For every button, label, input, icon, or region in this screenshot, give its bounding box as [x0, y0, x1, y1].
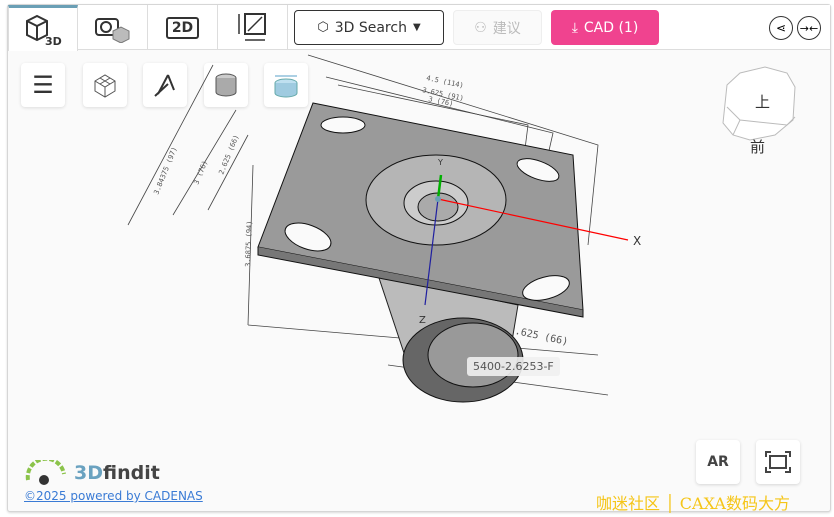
part-number-label: 5400-2.6253-F [467, 357, 560, 376]
gauge-logo-icon [25, 460, 66, 485]
list-icon: ☰ [32, 71, 54, 99]
3d-search-button[interactable]: ⬡ 3D Search ▼ [294, 10, 444, 45]
3d-search-icon: ⬡ [317, 20, 329, 35]
ar-button[interactable]: AR [696, 440, 740, 484]
collapse-arrows-icon: →← [799, 21, 819, 35]
measure-tool-button[interactable] [143, 63, 187, 107]
cad-download-button[interactable]: ⤓ CAD (1) [551, 10, 659, 45]
cad-download-label: CAD (1) [583, 19, 639, 36]
wireframe-cube-icon [94, 74, 116, 98]
tab-3d[interactable]: 3D [8, 5, 78, 51]
2d-icon: 2D [165, 16, 200, 39]
ar-icon: AR [707, 454, 729, 470]
suggest-label: 建议 [492, 20, 521, 37]
axis-triad: X Z Y [419, 158, 641, 326]
dimension-label: 3 (76) [192, 159, 209, 185]
top-toolbar: 3D 2D ⬡ 3D Search ▼ ⚇ 建议 ⤓ CAD (1) ⋖ →← [8, 5, 830, 51]
viewer-frame: 3D 2D ⬡ 3D Search ▼ ⚇ 建议 ⤓ CAD (1) ⋖ →← … [7, 4, 831, 512]
y-axis-line [436, 174, 443, 200]
suggest-icon: ⚇ [474, 19, 487, 36]
share-icon: ⋖ [775, 21, 787, 35]
y-axis-label: Y [437, 158, 443, 167]
section-view-button[interactable] [204, 63, 248, 107]
x-axis-label: X [633, 234, 641, 248]
tab-measure[interactable] [218, 5, 288, 50]
view-cube[interactable]: 上 前 [715, 65, 805, 175]
fullscreen-icon [765, 451, 791, 473]
viewcube-front-face[interactable]: 前 [750, 138, 765, 156]
dimension-cylinder-icon [274, 75, 298, 98]
fullscreen-button[interactable] [756, 440, 800, 484]
x-axis-line [437, 198, 629, 241]
cube-3d-icon: 3D [26, 14, 62, 47]
tab-2d[interactable]: 2D [148, 5, 218, 50]
tab-snapshot[interactable] [78, 5, 148, 50]
share-button[interactable]: ⋖ [769, 16, 793, 40]
watermark-text: 咖迷社区 │ CAXA数码大方 [596, 494, 790, 513]
caster-wheel-model [257, 102, 584, 403]
collapse-button[interactable]: →← [797, 16, 821, 40]
dimension-label: 3.6875 (94) [244, 220, 254, 267]
camera-cube-icon [94, 17, 129, 43]
3d-search-label: 3D Search [334, 19, 407, 36]
caret-down-icon: ▼ [412, 22, 421, 33]
dimension-icon [237, 12, 266, 41]
download-icon: ⤓ [571, 19, 578, 36]
wireframe-button[interactable] [83, 63, 127, 107]
parts-list-button[interactable]: ☰ [21, 63, 65, 107]
suggest-button[interactable]: ⚇ 建议 [453, 10, 542, 45]
z-axis-label: Z [419, 315, 426, 326]
powered-by-link[interactable]: ©2025 powered by CADENAS [24, 489, 203, 503]
3d-model-view[interactable]: 4.5 (114) 3.625 (91) 3 (76) 3.84375 (97)… [8, 50, 830, 450]
dimensions-button[interactable] [264, 63, 308, 107]
z-axis-line [424, 198, 439, 306]
logo-text-3d: 3D [74, 462, 103, 484]
svg-text:3D: 3D [45, 35, 62, 47]
logo-text-findit: findit [103, 462, 160, 484]
compass-ruler-icon [154, 74, 175, 97]
viewcube-top-face[interactable]: 上 [755, 93, 770, 111]
section-cylinder-icon [215, 73, 237, 97]
